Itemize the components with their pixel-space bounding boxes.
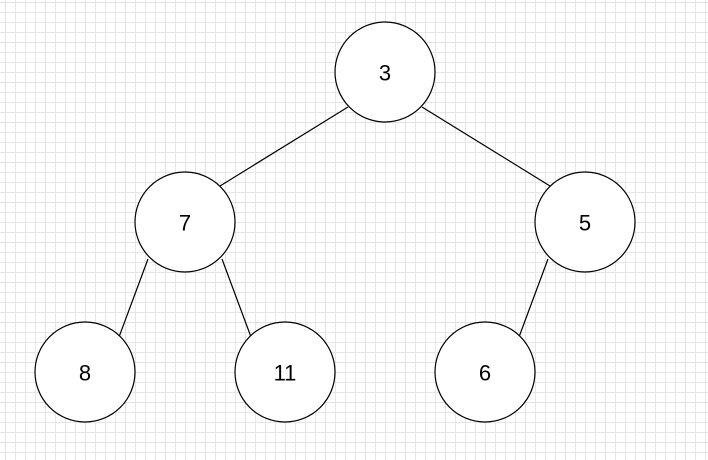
node-circle <box>334 21 436 123</box>
tree-node-8[interactable]: 8 <box>34 321 136 423</box>
edge-3-7 <box>219 106 349 187</box>
node-circle <box>134 171 236 273</box>
tree-node-3[interactable]: 3 <box>334 21 436 123</box>
node-label: 11 <box>274 361 297 386</box>
tree-node-5[interactable]: 5 <box>534 171 636 273</box>
node-label: 7 <box>179 211 191 236</box>
node-circle <box>234 321 336 423</box>
edge-7-8 <box>118 258 149 338</box>
node-circle <box>434 321 536 423</box>
tree-edges <box>118 106 551 338</box>
node-label: 5 <box>579 211 591 236</box>
node-label: 8 <box>79 361 91 386</box>
node-circle <box>534 171 636 273</box>
tree-node-6[interactable]: 6 <box>434 321 536 423</box>
node-circle <box>34 321 136 423</box>
tree-node-11[interactable]: 11 <box>234 321 336 423</box>
node-label: 3 <box>379 61 391 86</box>
tree-node-7[interactable]: 7 <box>134 171 236 273</box>
edge-3-5 <box>421 106 551 187</box>
node-label: 6 <box>479 361 491 386</box>
edge-7-11 <box>221 258 252 338</box>
edge-5-6 <box>518 258 549 338</box>
